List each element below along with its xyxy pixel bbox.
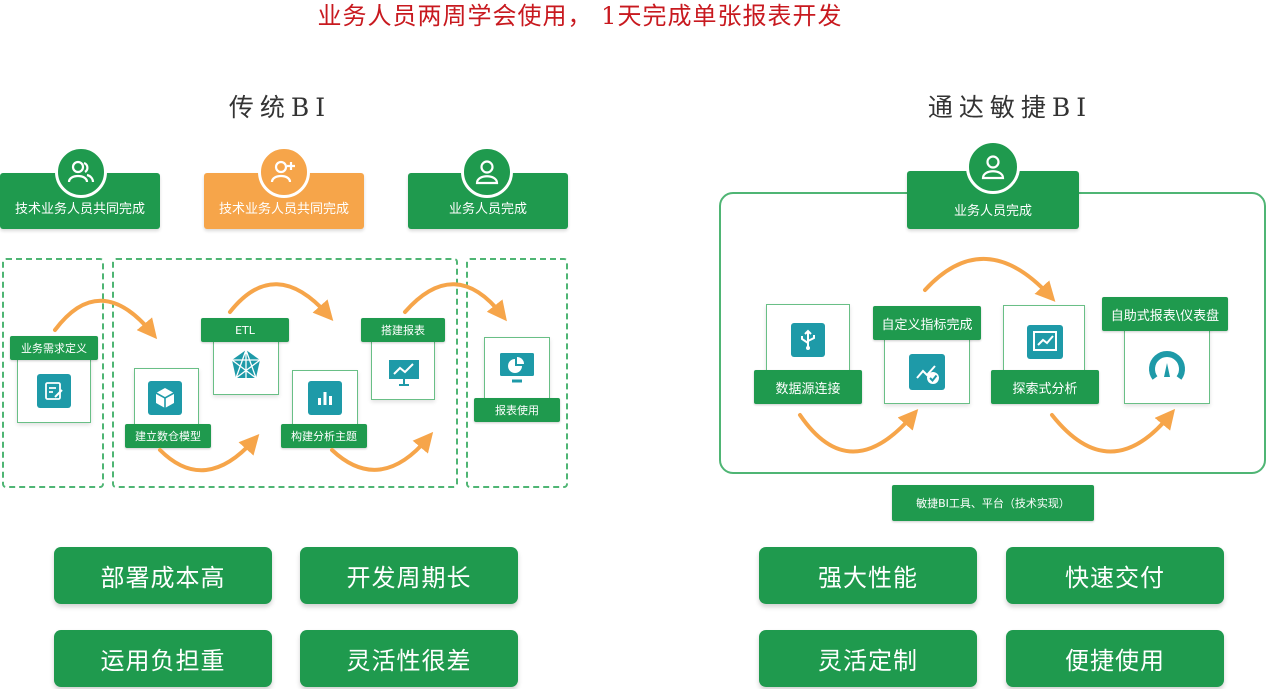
chart-check-icon [909, 354, 945, 390]
trend-chart-icon [1027, 325, 1063, 359]
user-icon [966, 140, 1020, 194]
stage-group-requirements [2, 258, 104, 488]
team-icon [55, 146, 107, 198]
step-label-build-report: 搭建报表 [361, 318, 445, 342]
stage-group-development [112, 258, 458, 488]
gauge-icon [1146, 344, 1188, 386]
role-label: 技术业务人员共同完成 [14, 201, 145, 217]
drawback-pill: 开发周期长 [300, 547, 518, 604]
role-label: 业务人员完成 [953, 203, 1032, 219]
benefit-pill: 快速交付 [1006, 547, 1224, 604]
step-label-analysis: 构建分析主题 [281, 424, 367, 448]
headline: 业务人员两周学会使用， 1天完成单张报表开发 [317, 2, 843, 30]
bar-chart-icon [308, 381, 342, 415]
traditional-bi-title: 传统BI [228, 93, 332, 122]
drawback-pill: 灵活性很差 [300, 630, 518, 687]
role-box-business: 业务人员完成 [408, 173, 568, 229]
cube-icon [148, 381, 182, 415]
step-label-etl: ETL [201, 318, 289, 342]
step-label-warehouse: 建立数仓模型 [125, 424, 211, 448]
user-icon [461, 146, 513, 198]
drawback-pill: 部署成本高 [54, 547, 272, 604]
step-label-custom-metrics: 自定义指标完成 [873, 306, 981, 340]
step-label-requirements: 业务需求定义 [10, 336, 98, 360]
form-edit-icon [37, 374, 71, 408]
role-label: 业务人员完成 [448, 201, 527, 217]
benefit-pill: 强大性能 [759, 547, 977, 604]
step-label-report-usage: 报表使用 [474, 398, 560, 422]
network-icon [226, 346, 266, 386]
step-label-self-service: 自助式报表\仪表盘 [1102, 297, 1228, 331]
platform-label: 敏捷BI工具、平台（技术实现） [892, 485, 1094, 521]
benefit-pill: 灵活定制 [759, 630, 977, 687]
stage-group-usage [466, 258, 568, 488]
agile-bi-title: 通达敏捷BI [927, 93, 1093, 122]
role-label: 技术业务人员共同完成 [218, 201, 349, 217]
usb-icon [791, 323, 825, 357]
add-user-icon [258, 146, 310, 198]
step-label-exploratory: 探索式分析 [991, 370, 1099, 404]
step-label-datasource: 数据源连接 [754, 370, 862, 404]
drawback-pill: 运用负担重 [54, 630, 272, 687]
benefit-pill: 便捷使用 [1006, 630, 1224, 687]
monitor-pie-icon [497, 350, 537, 386]
presentation-icon [386, 355, 422, 387]
